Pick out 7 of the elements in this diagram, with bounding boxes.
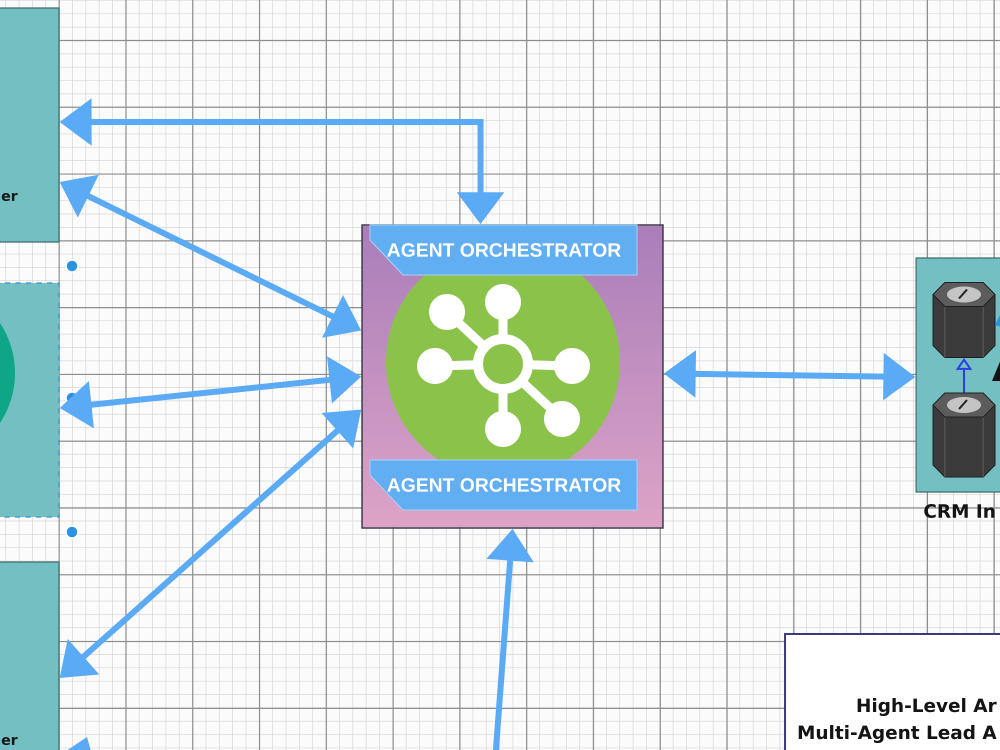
label-band: AGENT ORCHESTRATOR <box>370 224 638 276</box>
title-box: High-Level Ar Multi-Agent Lead A <box>784 633 1000 750</box>
panel-box: er <box>0 7 60 243</box>
label-band: AGENT ORCHESTRATOR <box>370 460 638 510</box>
panel-box: er <box>0 561 60 750</box>
node-label: CRM In <box>924 504 994 518</box>
panel-box <box>0 282 60 518</box>
